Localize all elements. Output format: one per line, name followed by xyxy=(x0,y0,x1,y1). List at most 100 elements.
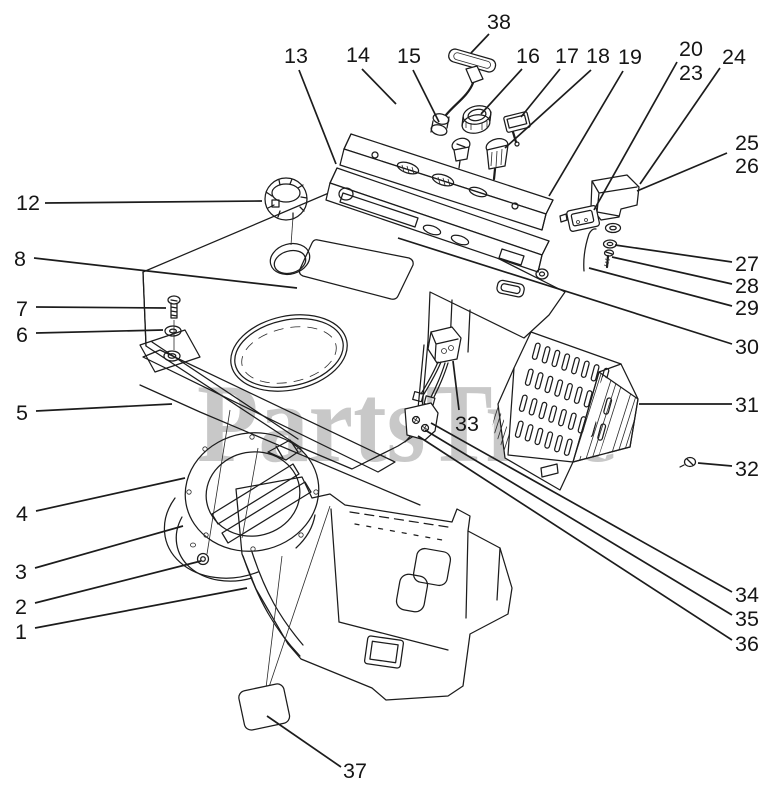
callout-leader-24 xyxy=(639,67,721,185)
callout-30: 30 xyxy=(397,237,759,359)
part-hinge-plate xyxy=(404,402,439,441)
callout-label-2: 2 xyxy=(15,595,27,619)
part-cap-switch-16 xyxy=(461,105,492,134)
callout-label-1: 1 xyxy=(15,620,27,644)
callout-leader-16 xyxy=(480,68,523,115)
callout-leader-12 xyxy=(44,200,263,204)
callout-label-14: 14 xyxy=(346,43,370,67)
part-lower-ring xyxy=(163,497,316,582)
callout-label-3: 3 xyxy=(15,560,27,584)
callout-17: 17 xyxy=(520,44,579,118)
callout-31: 31 xyxy=(639,393,759,417)
callout-26: 26 xyxy=(735,154,759,178)
callout-label-19: 19 xyxy=(618,45,642,69)
callout-leader-3 xyxy=(34,525,184,569)
callout-leader-8 xyxy=(33,257,298,289)
callout-label-4: 4 xyxy=(16,502,28,526)
callout-14: 14 xyxy=(346,43,397,105)
callout-leader-33 xyxy=(452,360,460,411)
callout-leader-27 xyxy=(614,244,733,263)
callout-15: 15 xyxy=(397,44,440,123)
callout-leader-32 xyxy=(697,462,733,467)
callout-label-7: 7 xyxy=(16,297,28,321)
callout-28: 28 xyxy=(611,256,759,298)
callout-leader-18 xyxy=(504,69,592,149)
callout-label-29: 29 xyxy=(735,296,759,320)
callout-7: 7 xyxy=(16,297,167,321)
part-starter-key xyxy=(430,48,497,136)
callout-label-5: 5 xyxy=(16,401,28,425)
callout-label-31: 31 xyxy=(735,393,759,417)
callout-label-13: 13 xyxy=(284,44,308,68)
callout-label-26: 26 xyxy=(735,154,759,178)
callout-leader-28 xyxy=(611,256,733,285)
callout-label-27: 27 xyxy=(735,252,759,276)
part-console-housing xyxy=(142,183,566,555)
callout-leader-15 xyxy=(412,69,440,123)
callout-label-18: 18 xyxy=(586,44,610,68)
part-lower-housing xyxy=(235,447,513,701)
callout-29: 29 xyxy=(588,267,759,320)
part-toggle-switch-17 xyxy=(503,111,531,147)
callout-label-33: 33 xyxy=(455,412,479,436)
callout-2: 2 xyxy=(15,560,202,619)
callout-34: 34 xyxy=(430,422,759,607)
callout-leader-34 xyxy=(430,422,733,593)
callout-8: 8 xyxy=(14,247,298,289)
callout-leader-14 xyxy=(361,68,397,105)
callout-19: 19 xyxy=(548,45,642,197)
part-lower-bezel xyxy=(325,167,550,280)
callout-label-25: 25 xyxy=(735,131,759,155)
callout-leader-19 xyxy=(548,70,624,197)
callout-13: 13 xyxy=(284,44,337,165)
callout-5: 5 xyxy=(16,401,173,425)
callout-38: 38 xyxy=(470,10,511,54)
callout-label-30: 30 xyxy=(735,335,759,359)
callout-label-38: 38 xyxy=(487,10,511,34)
callout-label-15: 15 xyxy=(397,44,421,68)
callout-label-37: 37 xyxy=(343,759,367,783)
callout-leader-5 xyxy=(35,403,173,412)
callout-leader-25 xyxy=(636,152,728,192)
part-knob xyxy=(264,177,308,221)
callout-label-35: 35 xyxy=(735,607,759,631)
callout-12: 12 xyxy=(16,191,263,215)
part-key-switch xyxy=(451,137,471,169)
callout-leader-4 xyxy=(35,477,186,512)
callout-3: 3 xyxy=(15,525,184,584)
callout-label-24: 24 xyxy=(722,45,746,69)
part-support-bracket xyxy=(139,295,421,506)
callout-6: 6 xyxy=(16,323,164,347)
callout-label-23: 23 xyxy=(679,61,703,85)
callout-label-32: 32 xyxy=(735,457,759,481)
callout-leader-30 xyxy=(397,237,733,345)
callout-leader-7 xyxy=(35,306,167,309)
callout-1: 1 xyxy=(15,587,248,644)
callout-leader-37 xyxy=(266,715,342,768)
part-control-panel xyxy=(339,133,554,231)
callout-label-16: 16 xyxy=(516,44,540,68)
callout-label-17: 17 xyxy=(555,44,579,68)
callout-16: 16 xyxy=(480,44,540,115)
callout-4: 4 xyxy=(16,477,186,526)
callout-leader-1 xyxy=(34,587,248,629)
callout-label-6: 6 xyxy=(16,323,28,347)
callout-27: 27 xyxy=(614,244,759,276)
part-relay-box xyxy=(590,174,640,221)
part-choke-knob-18 xyxy=(485,138,509,181)
callout-leader-29 xyxy=(588,267,733,307)
callout-leader-17 xyxy=(520,68,561,118)
callout-35: 35 xyxy=(424,429,759,631)
part-switch-20-23 xyxy=(559,205,601,232)
callout-33: 33 xyxy=(452,360,479,436)
parts-artwork xyxy=(139,48,697,731)
callout-leader-36 xyxy=(417,435,733,641)
callout-leader-35 xyxy=(424,429,733,616)
part-blower-ring xyxy=(184,432,320,552)
callout-23: 23 xyxy=(679,61,703,85)
part-wire-connector xyxy=(412,326,462,407)
callout-leader-20 xyxy=(593,61,678,211)
